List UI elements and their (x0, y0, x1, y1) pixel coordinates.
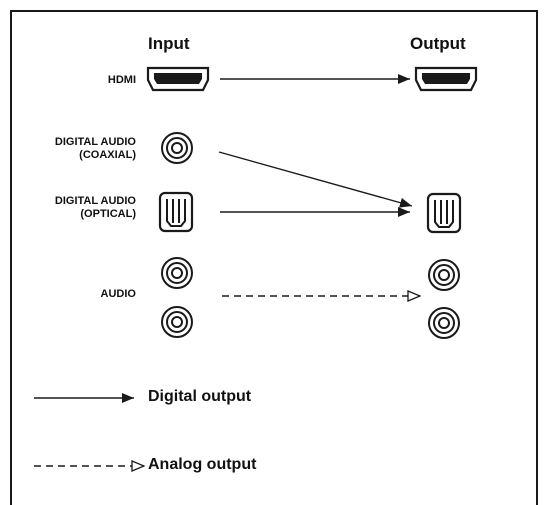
input-header: Input (148, 34, 190, 53)
rca-jack-icon (428, 259, 460, 291)
coaxial-label: DIGITAL AUDIO (COAXIAL) (55, 136, 136, 162)
rca-jack-icon (161, 306, 193, 338)
analog-output-legend-text: Analog output (148, 456, 257, 473)
coaxial-jack-icon (161, 132, 193, 164)
hdmi-port-icon (414, 66, 478, 92)
output-header: Output (410, 34, 466, 53)
optical-label-line1: DIGITAL AUDIO (54, 195, 136, 207)
rca-jack-icon (161, 257, 193, 289)
optical-label: DIGITAL AUDIO (OPTICAL) (55, 195, 136, 221)
digital-output-legend-text: Digital output (148, 388, 252, 405)
frame-left-border (10, 10, 12, 505)
audio-label: AUDIO (100, 288, 136, 300)
optical-port-icon (426, 192, 462, 234)
rca-jack-icon (428, 307, 460, 339)
hdmi-port-icon (146, 66, 210, 92)
frame-top-border (10, 10, 538, 12)
coaxial-label-line2: (COAXIAL) (79, 149, 136, 161)
coaxial-label-line1: DIGITAL AUDIO (54, 136, 136, 148)
optical-label-line2: (OPTICAL) (80, 208, 136, 220)
frame-right-border (536, 10, 538, 505)
coaxial-connection-arrow (218, 151, 413, 208)
hdmi-label: HDMI (107, 74, 136, 86)
optical-port-icon (158, 191, 194, 233)
